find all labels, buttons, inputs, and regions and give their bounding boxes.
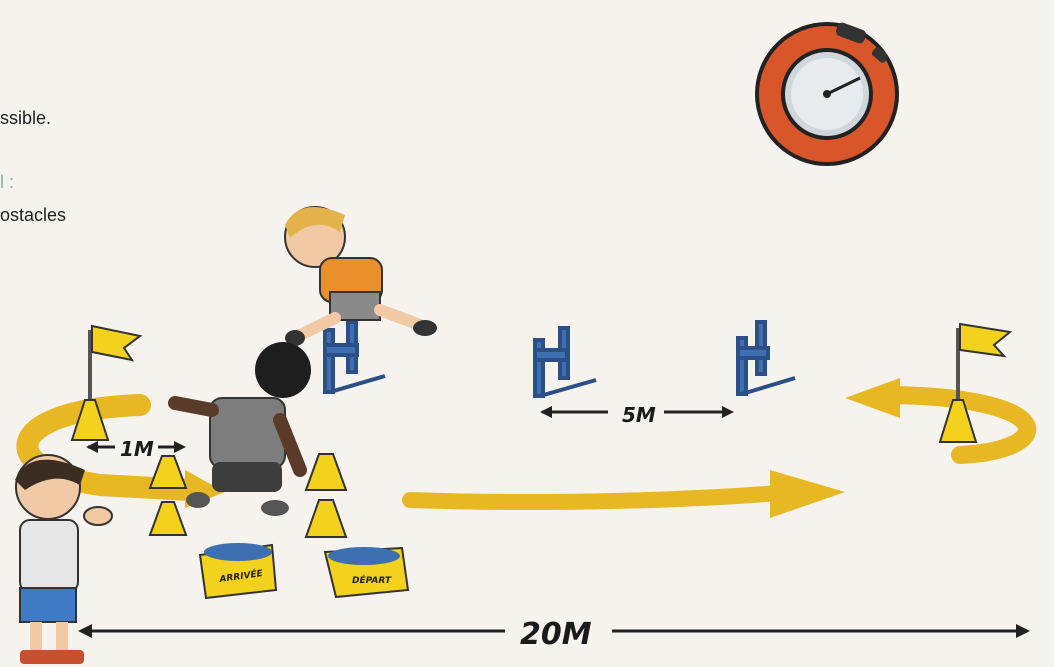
distance-marker-20m: 20M	[78, 617, 1030, 652]
distance-label-5m: 5M	[622, 403, 656, 427]
hurdle-icon-3	[736, 320, 796, 396]
turn-arrow-right	[845, 378, 1036, 464]
ball-box-departure: DÉPART	[323, 546, 410, 599]
cone-icon	[148, 453, 348, 538]
departure-box-label: DÉPART	[352, 574, 392, 586]
distance-marker-5m: 5M	[540, 403, 734, 427]
distance-marker-1m: 1M	[86, 437, 186, 461]
hurdle-icon-1	[323, 320, 386, 394]
track-arrow-long	[402, 470, 845, 518]
distance-label-1m: 1M	[120, 437, 154, 461]
flag-icon-end	[938, 322, 1013, 443]
hurdle-icon-2	[533, 326, 597, 398]
child-jumping	[284, 206, 437, 346]
text-fragment-obstacles: ostacles	[0, 205, 67, 225]
ball-box-arrival: ARRIVÉE	[198, 543, 278, 600]
text-fragment-label: l :	[0, 172, 15, 192]
child-watching	[15, 454, 113, 664]
distance-label-20m: 20M	[520, 617, 592, 652]
child-running	[168, 342, 311, 516]
text-fragment-possible: ssible.	[0, 108, 52, 128]
flag-icon-start	[70, 324, 143, 441]
stopwatch-icon	[755, 22, 899, 166]
